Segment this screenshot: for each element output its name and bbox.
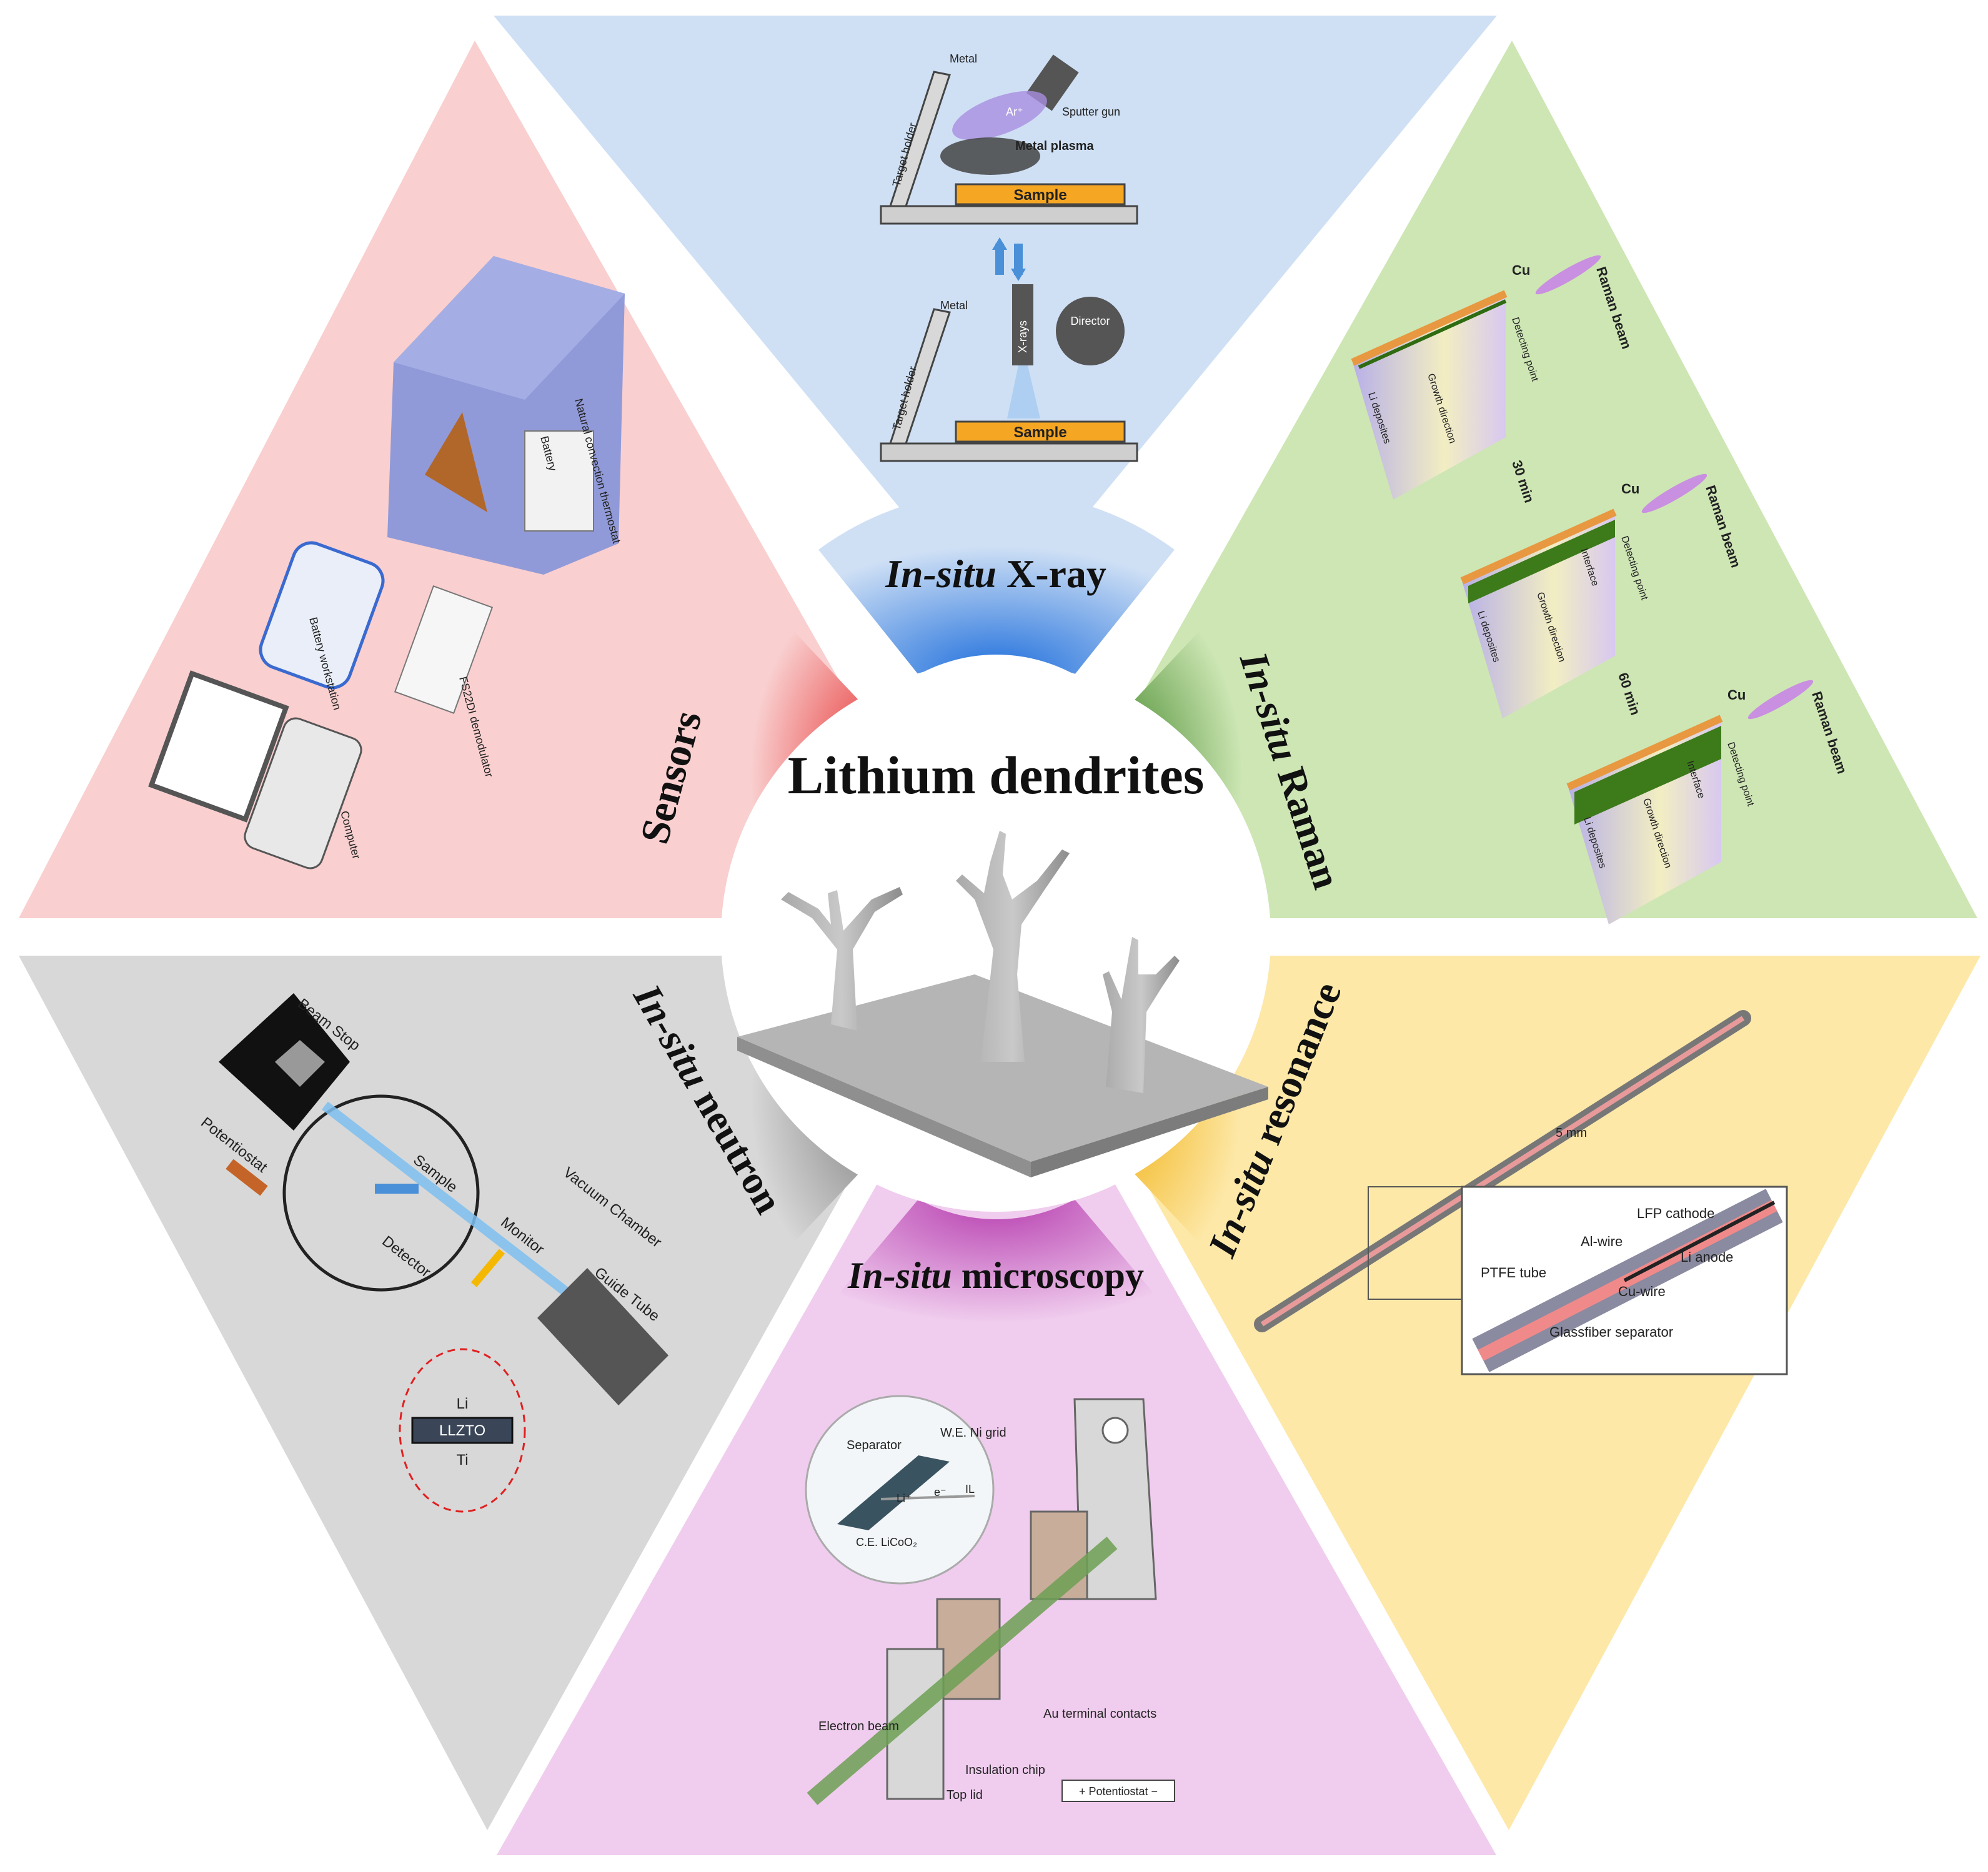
svg-text:LLZTO: LLZTO xyxy=(439,1422,485,1439)
svg-text:X-rays: X-rays xyxy=(1016,320,1029,353)
svg-text:LFP cathode: LFP cathode xyxy=(1637,1206,1714,1221)
svg-text:Sample: Sample xyxy=(1013,187,1066,204)
svg-text:IL: IL xyxy=(965,1483,975,1495)
svg-text:C.E. LiCoO₂: C.E. LiCoO₂ xyxy=(856,1536,917,1548)
svg-text:Metal: Metal xyxy=(950,52,977,65)
svg-text:Al-wire: Al-wire xyxy=(1581,1234,1623,1249)
svg-text:Li⁺: Li⁺ xyxy=(897,1492,912,1505)
svg-text:Cu: Cu xyxy=(1621,481,1639,497)
label-xray: In-situ X-ray xyxy=(885,552,1106,596)
svg-text:Cu-wire: Cu-wire xyxy=(1618,1284,1666,1299)
microscopy-panel: Separator W.E. Ni grid Li⁺ e⁻ IL C.E. Li… xyxy=(805,1395,1175,1805)
svg-text:Cu: Cu xyxy=(1512,262,1530,278)
svg-text:e⁻: e⁻ xyxy=(934,1486,947,1498)
svg-text:Ti: Ti xyxy=(456,1452,468,1468)
raman-panel: Cu Raman beam Detecting point Growth dir… xyxy=(1351,255,1850,924)
center-title: Lithium dendrites xyxy=(788,745,1205,805)
svg-text:5 mm: 5 mm xyxy=(1556,1126,1587,1140)
svg-text:W.E. Ni grid: W.E. Ni grid xyxy=(940,1426,1006,1440)
svg-text:PTFE tube: PTFE tube xyxy=(1481,1265,1546,1280)
svg-text:Sample: Sample xyxy=(1013,424,1066,441)
svg-text:Separator: Separator xyxy=(847,1439,902,1452)
svg-text:Top lid: Top lid xyxy=(947,1788,983,1802)
segment-microscopy-bg xyxy=(497,974,1496,1855)
arc-xray xyxy=(818,491,1175,675)
svg-text:Sputter gun: Sputter gun xyxy=(1062,106,1120,118)
svg-text:+ Potentiostat −: + Potentiostat − xyxy=(1079,1785,1158,1798)
svg-text:Au terminal contacts: Au terminal contacts xyxy=(1043,1707,1156,1721)
segment-xray-bg xyxy=(494,16,1497,625)
svg-text:Metal plasma: Metal plasma xyxy=(1015,139,1094,153)
svg-text:Metal: Metal xyxy=(940,299,968,312)
xray-panel: Sample Metal Ar⁺ Sputter gun Metal plasm… xyxy=(880,52,1138,462)
svg-text:Director: Director xyxy=(1070,315,1110,327)
label-microscopy: In-situ microscopy xyxy=(847,1255,1144,1296)
arc-microscopy xyxy=(818,1199,1175,1377)
svg-text:Glassfiber separator: Glassfiber separator xyxy=(1549,1324,1673,1340)
svg-text:Insulation chip: Insulation chip xyxy=(965,1763,1045,1777)
svg-text:Li: Li xyxy=(457,1395,469,1412)
svg-text:Ar⁺: Ar⁺ xyxy=(1006,106,1023,118)
svg-text:Li anode: Li anode xyxy=(1681,1249,1733,1265)
svg-text:Electron beam: Electron beam xyxy=(818,1720,899,1733)
resonance-panel: 5 mm LFP cathode Al-wire Li anode PTFE t… xyxy=(1254,1010,1788,1375)
svg-text:Cu: Cu xyxy=(1727,687,1746,703)
dendrite-illustration xyxy=(737,831,1268,1177)
